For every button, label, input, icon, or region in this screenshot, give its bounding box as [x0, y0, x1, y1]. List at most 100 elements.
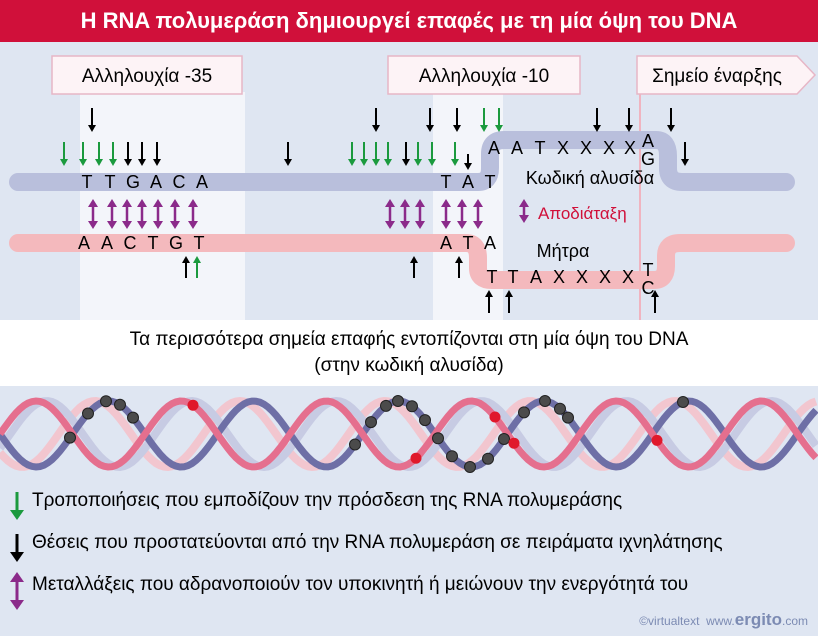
dna-helix — [0, 395, 818, 473]
green-arrow — [109, 142, 117, 166]
mutation-double-arrow — [385, 199, 395, 229]
contact-dot — [392, 395, 404, 407]
template-strand — [9, 234, 795, 289]
seq-base: T — [441, 172, 452, 192]
box-35-label: Αλληλουχία -35 — [82, 66, 212, 87]
summary-line-2: (στην κωδική αλυσίδα) — [314, 355, 504, 376]
coding-strand — [9, 131, 795, 191]
arrows-layer — [60, 108, 689, 313]
black-arrow — [667, 108, 675, 132]
mutation-double-arrow — [415, 199, 425, 229]
contact-dot — [554, 402, 566, 415]
green-arrow — [79, 142, 87, 166]
start-base-top2: G — [641, 149, 655, 169]
start-base-bottom2: C — [642, 278, 655, 298]
black-arrow — [284, 142, 292, 166]
legend-green: Τροποποιήσεις που εμποδίζουν την πρόσδεσ… — [32, 490, 623, 511]
mutation-double-arrow — [473, 199, 483, 229]
mutation-double-arrow — [88, 199, 98, 229]
black-arrow — [681, 142, 689, 166]
black-arrow — [182, 256, 190, 278]
black-arrow — [372, 108, 380, 132]
black-arrow — [651, 290, 659, 313]
start-base-top: A — [642, 131, 654, 151]
box-10-label: Αλληλουχία -10 — [419, 66, 549, 87]
contact-dot — [482, 452, 494, 465]
contact-dot — [464, 461, 476, 473]
region-35-highlight — [80, 92, 245, 320]
seq-base: X — [603, 138, 615, 158]
green-arrow — [480, 108, 488, 132]
black-arrow — [138, 142, 146, 166]
site-name: ergito — [734, 610, 782, 629]
site-suffix: .com — [781, 614, 808, 628]
summary-line-1: Τα περισσότερα σημεία επαφής εντοπίζοντα… — [129, 329, 689, 350]
black-arrow — [88, 108, 96, 132]
mutation-double-arrow — [153, 199, 163, 229]
seq-base: A — [196, 172, 208, 192]
seq-base: C — [124, 233, 137, 253]
start-arrow-box — [636, 55, 817, 95]
modification-dot — [651, 434, 663, 446]
contact-dot — [562, 411, 574, 424]
black-arrow — [464, 154, 472, 170]
contact-dot — [677, 396, 689, 408]
black-arrow — [485, 290, 493, 313]
black-arrow — [593, 108, 601, 132]
green-arrow — [428, 142, 436, 166]
modification-dot — [187, 399, 199, 411]
seq-base: A — [150, 172, 162, 192]
legend-purple: Μεταλλάξεις που αδρανοποιούν τον υποκινη… — [32, 574, 689, 595]
contact-dot — [380, 399, 392, 412]
black-arrow-icon — [10, 534, 24, 562]
seq-base: T — [105, 172, 116, 192]
green-arrow — [95, 142, 103, 166]
copyright-text: ©virtualtext — [639, 614, 700, 628]
green-arrow — [348, 142, 356, 166]
mutation-double-arrow — [457, 199, 467, 229]
contact-dot — [419, 414, 431, 427]
template-strand-label: Μήτρα — [537, 241, 590, 261]
promoter-diagram: Αλληλουχία -35 Αλληλουχία -10 Σημείο ένα… — [9, 55, 817, 320]
start-base-bottom: T — [643, 260, 654, 280]
seq-base: A — [530, 267, 542, 287]
coding-strand-label: Κωδική αλυσίδα — [526, 168, 654, 188]
site-prefix: www. — [706, 614, 735, 628]
seq-base: T — [487, 267, 498, 287]
seq-base: T — [485, 172, 496, 192]
contact-dot — [365, 416, 377, 429]
black-arrow — [453, 108, 461, 132]
contact-dot — [114, 398, 126, 411]
contact-dot — [100, 395, 112, 408]
diagram-title: Η RNA πολυμεράση δημιουργεί επαφές με τη… — [80, 8, 738, 33]
legend-black: Θέσεις που προστατεύονται από την RNA πο… — [32, 532, 723, 553]
seq-base: X — [624, 138, 636, 158]
seq-base: T — [508, 267, 519, 287]
seq-base: A — [511, 138, 523, 158]
black-arrow — [410, 256, 418, 278]
mutation-double-arrow — [137, 199, 147, 229]
mutation-double-arrow — [400, 199, 410, 229]
seq-base: A — [484, 233, 496, 253]
start-label: Σημείο έναρξης — [652, 66, 782, 87]
seq-base: A — [440, 233, 452, 253]
seq-base: A — [101, 233, 113, 253]
box-35 — [51, 55, 243, 95]
seq-base: G — [126, 172, 140, 192]
contact-dot — [498, 433, 510, 445]
mutation-double-arrow — [519, 199, 529, 223]
seq-base: X — [599, 267, 611, 287]
title-bar — [0, 0, 818, 42]
green-arrow — [451, 142, 459, 166]
contact-dot — [539, 395, 551, 407]
modification-dot — [508, 437, 520, 449]
contact-dot — [406, 400, 418, 413]
credit: ©virtualtext www.ergito.com — [639, 610, 808, 630]
seq-base: X — [576, 267, 588, 287]
helix-layer — [0, 395, 818, 473]
seq-base: A — [462, 172, 474, 192]
seq-base: X — [557, 138, 569, 158]
helix-strand-front-pink — [0, 397, 818, 471]
seq-base: T — [194, 233, 205, 253]
black-arrow — [402, 142, 410, 166]
